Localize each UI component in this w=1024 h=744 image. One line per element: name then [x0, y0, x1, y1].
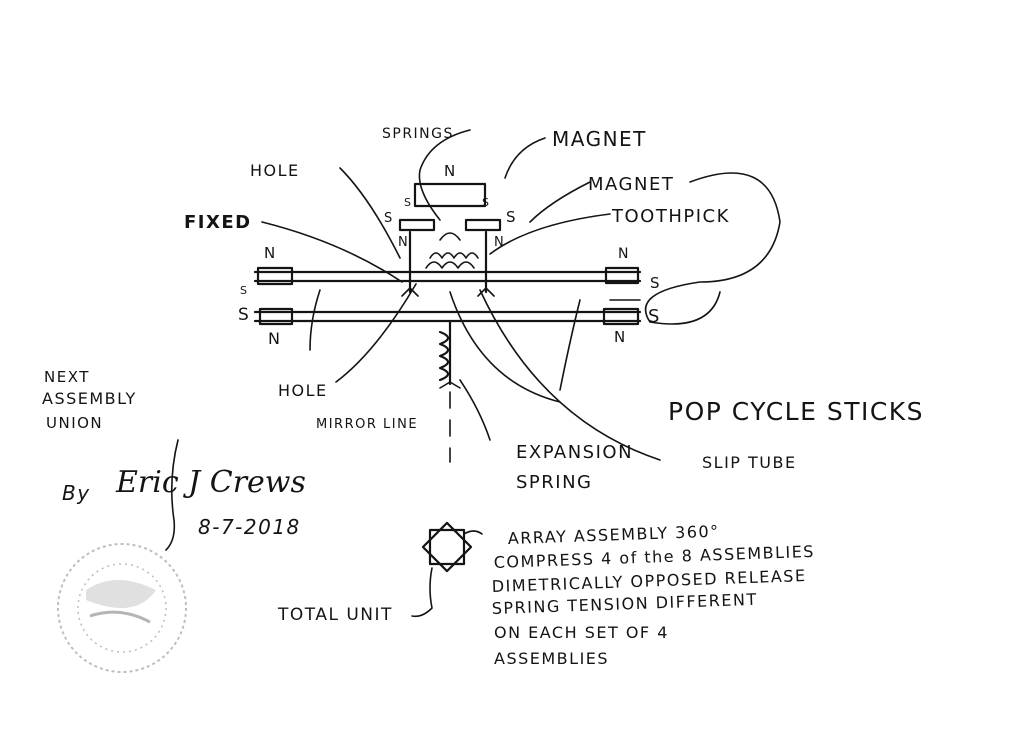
pole-s-a: S [404, 196, 411, 209]
magnet-right-label: MAGNET [588, 174, 674, 195]
expansion-spring [438, 320, 461, 389]
toothpicks [401, 230, 495, 297]
array-line-3: DIMETRICALLY OPPOSED RELEASE [491, 566, 806, 596]
array-notes: ARRAY ASSEMBLY 360° COMPRESS 4 of the 8 … [491, 522, 815, 668]
pole-n-top: N [444, 162, 455, 180]
pole-s-b: S [482, 196, 489, 209]
side-magnets [398, 218, 502, 232]
date-label: 8-7-2018 [198, 515, 301, 539]
pole-n-b: N [494, 235, 504, 250]
signature-text: Eric J Crews [115, 465, 306, 500]
handwritten-signature: Eric J Crews [115, 439, 306, 551]
springs-label: SPRINGS [382, 126, 454, 142]
expansion-label-1: EXPANSION [516, 442, 633, 463]
array-line-6: ASSEMBLIES [494, 649, 609, 668]
pole-n-right: N [618, 246, 628, 262]
springs [425, 232, 479, 269]
signature-block: By Eric J Crews 8-7-2018 [62, 439, 306, 551]
hole-bottom-label: HOLE [278, 381, 328, 400]
pole-s-d: S [506, 208, 516, 226]
pole-s-right-2: S [648, 306, 659, 327]
callouts: SPRINGS MAGNET HOLE MAGNET FIXED TOOTHPI… [184, 126, 924, 493]
by-label: By [62, 481, 91, 505]
next-assembly-line-1: NEXT [44, 368, 90, 386]
total-unit-icon [411, 521, 483, 618]
array-line-5: ON EACH SET OF 4 [494, 623, 669, 642]
pole-n-a: N [398, 235, 408, 250]
toothpick-label: TOOTHPICK [611, 206, 730, 227]
expansion-label-2: SPRING [516, 472, 593, 493]
pole-n-left-bottom: N [268, 329, 280, 348]
fixed-label: FIXED [184, 212, 252, 233]
total-unit-label: TOTAL UNIT [277, 605, 393, 625]
next-assembly-note: NEXT ASSEMBLY UNION [42, 368, 137, 432]
mirror-line-label: MIRROR LINE [316, 417, 418, 432]
notary-stamp [57, 543, 187, 673]
pole-s-left-small: S [240, 284, 247, 297]
pole-markings: N S S S S N N N S S N N S S N [238, 162, 660, 348]
hole-top-label: HOLE [250, 161, 300, 180]
leader-lines [261, 129, 781, 461]
pole-s-c: S [384, 211, 392, 226]
pole-s-left: S [238, 305, 249, 325]
next-assembly-line-2: ASSEMBLY [42, 389, 137, 408]
popsicle-sticks-label: POP CYCLE STICKS [668, 397, 924, 426]
pole-n-left: N [264, 244, 275, 262]
pole-s-right: S [650, 274, 660, 292]
array-line-1: ARRAY ASSEMBLY 360° [507, 522, 719, 548]
popsicle-sticks [253, 270, 642, 323]
top-magnet [413, 182, 487, 208]
next-assembly-line-3: UNION [46, 414, 103, 432]
magnet-top-label: MAGNET [552, 127, 647, 151]
pole-n-right-bottom: N [614, 328, 625, 346]
slip-tube-label: SLIP TUBE [702, 453, 797, 472]
stick-end-magnets [256, 266, 641, 326]
